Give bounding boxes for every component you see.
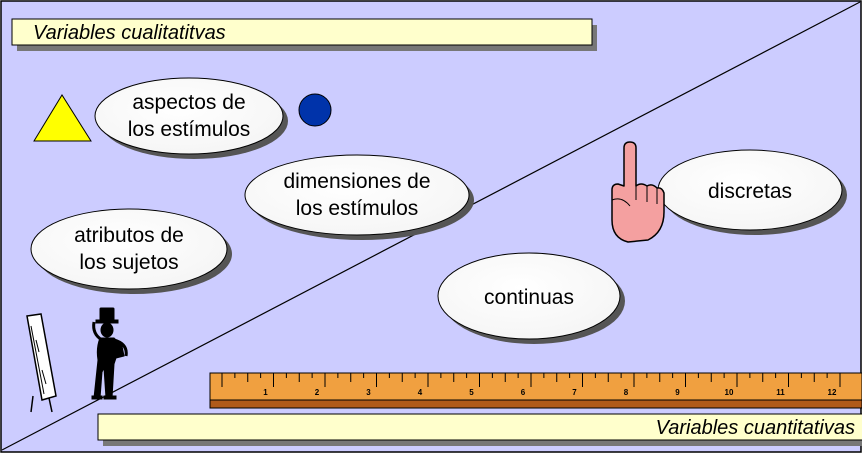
circle-icon: [298, 93, 332, 127]
oval-discrete-label: discretas: [708, 180, 792, 203]
ruler-ticks: [221, 373, 841, 387]
pointing-hand-icon: [611, 141, 665, 243]
oval-attributes: atributos de los sujetos: [30, 208, 232, 294]
oval-aspects-line1: aspectos de: [132, 91, 245, 114]
mirror-icon: [26, 313, 57, 413]
oval-continuous-label: continuas: [484, 286, 574, 309]
quantitative-banner: Variables cuantitativas: [97, 413, 862, 446]
oval-discrete: discretas: [657, 149, 847, 235]
ruler-number: 3: [366, 388, 371, 397]
ruler-number: 10: [725, 388, 734, 397]
ruler-number: 7: [572, 388, 577, 397]
oval-continuous: continuas: [437, 252, 625, 344]
oval-dimensions: dimensiones de los estímulos: [244, 154, 474, 240]
oval-dimensions-line1: dimensiones de: [283, 170, 430, 193]
ruler-number: 8: [624, 388, 629, 397]
ruler-number: 9: [675, 388, 680, 397]
triangle-icon: [33, 94, 92, 142]
ruler-number: 2: [315, 388, 320, 397]
oval-attributes-line1: atributos de: [74, 224, 184, 247]
ruler-edge: [209, 399, 862, 409]
person-silhouette-icon: [91, 307, 128, 400]
oval-aspects-line2: los estímulos: [128, 118, 251, 141]
ruler-number: 1: [263, 388, 268, 397]
oval-dimensions-line2: los estímulos: [296, 197, 419, 220]
ruler-number: 5: [469, 388, 474, 397]
ruler-number: 12: [828, 388, 837, 397]
quantitative-banner-text: Variables cuantitativas: [656, 417, 855, 439]
qualitative-banner-text: Variables cualitatitvas: [33, 22, 226, 44]
qualitative-banner: Variables cualitatitvas: [11, 18, 597, 51]
oval-aspects: aspectos de los estímulos: [94, 77, 288, 159]
ruler-number: 11: [776, 388, 785, 397]
ruler-body: [209, 372, 862, 401]
ruler-number: 6: [521, 388, 526, 397]
ruler-number: 4: [418, 388, 423, 397]
oval-attributes-line2: los sujetos: [79, 251, 178, 274]
